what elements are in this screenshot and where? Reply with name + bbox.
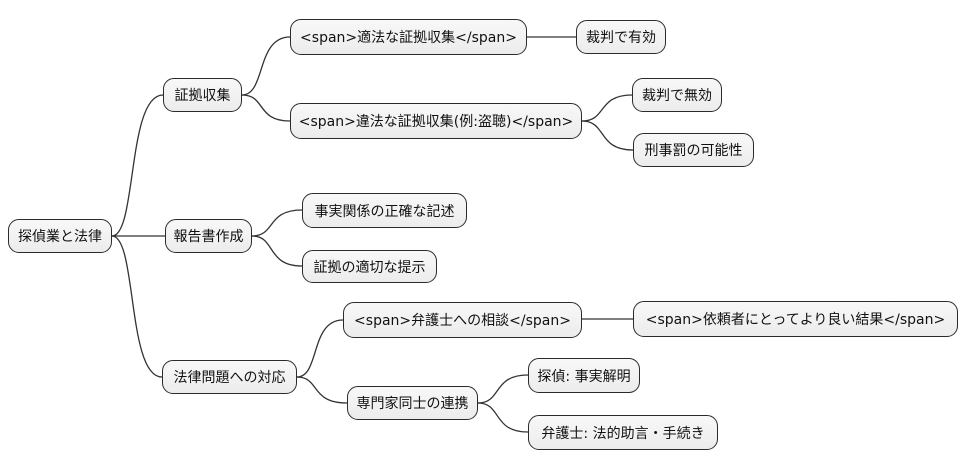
node-expert-collaboration: 専門家同士の連携 — [347, 386, 478, 420]
node-report-writing: 報告書作成 — [165, 219, 252, 253]
link-legalissues-consult — [296, 319, 344, 378]
node-lawyer-legal-advice: 弁護士: 法的助言・手続き — [528, 415, 718, 450]
node-proper-presentation: 証拠の適切な提示 — [302, 250, 437, 283]
link-report-present — [251, 235, 303, 267]
link-evidence-legal — [241, 36, 291, 96]
node-criminal-penalty: 刑事罰の可能性 — [633, 133, 754, 167]
node-valid-in-court: 裁判で有効 — [576, 20, 666, 54]
node-lawyer-consultation: <span>弁護士への相談</span> — [343, 302, 582, 338]
link-illegal-criminal — [581, 120, 634, 151]
link-legalissues-collab — [296, 376, 348, 404]
node-detective-fact-finding: 探偵: 事実解明 — [528, 358, 640, 393]
link-root-legalissues — [111, 235, 163, 378]
node-evidence-collection: 証拠収集 — [163, 78, 242, 112]
node-root-detective-law: 探偵業と法律 — [8, 219, 112, 253]
node-illegal-collection: <span>違法な証拠収集(例:盗聴)</span> — [290, 103, 582, 139]
link-root-evidence — [111, 94, 164, 237]
link-illegal-invalid — [581, 94, 633, 122]
node-invalid-in-court: 裁判で無効 — [632, 78, 722, 112]
node-accurate-facts: 事実関係の正確な記述 — [302, 193, 467, 228]
link-collab-lawyer — [477, 402, 529, 433]
link-report-facts — [251, 209, 303, 237]
node-legal-collection: <span>適法な証拠収集</span> — [290, 19, 527, 55]
link-collab-detective — [477, 374, 529, 404]
link-evidence-illegal — [241, 94, 291, 122]
node-legal-issues-response: 法律問題への対応 — [162, 360, 297, 394]
node-better-client-outcome: <span>依頼者にとってより良い結果</span> — [633, 301, 958, 337]
